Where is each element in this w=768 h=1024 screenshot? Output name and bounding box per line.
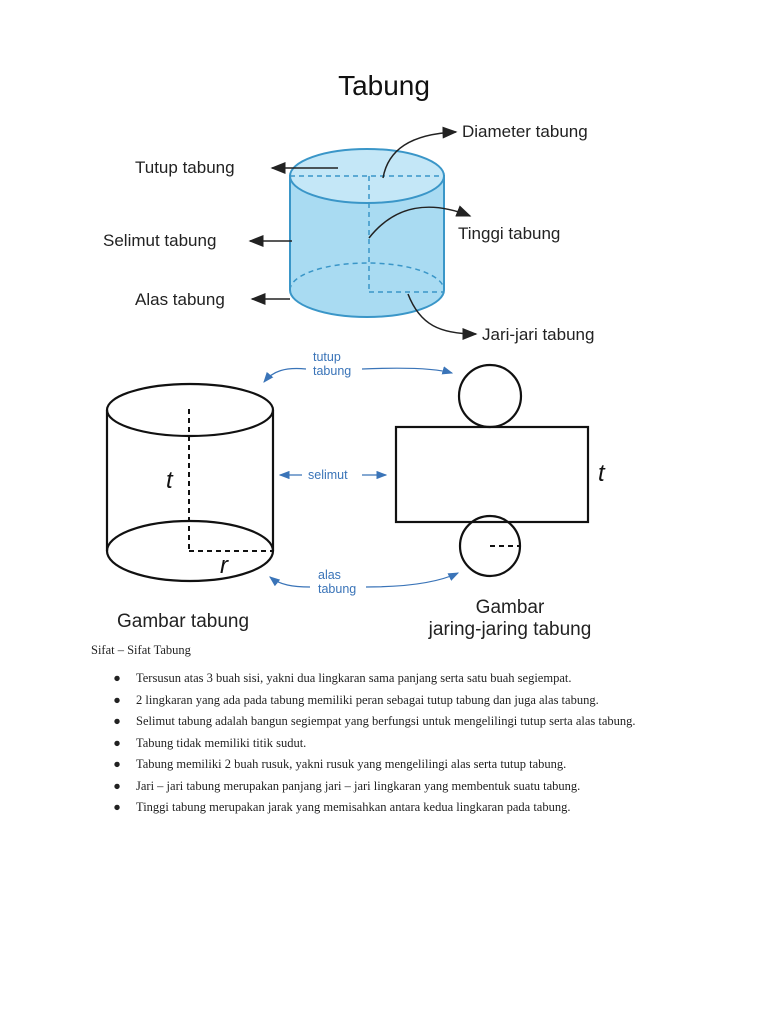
caption-gambar-line2: jaring-jaring tabung bbox=[428, 619, 592, 640]
alas-arrow-left bbox=[269, 576, 311, 588]
list-item-text: Tabung memiliki 2 buah rusuk, yakni rusu… bbox=[136, 757, 567, 771]
label-diameter-tabung: Diameter tabung bbox=[462, 122, 588, 141]
label-alas-tabung: Alas tabung bbox=[135, 290, 225, 309]
selimut-label: selimut bbox=[308, 468, 348, 482]
bullet-icon: ● bbox=[113, 778, 121, 793]
net-height-label-t: t bbox=[598, 460, 606, 487]
list-item: ● Jari – jari tabung merupakan panjang ja… bbox=[112, 776, 692, 797]
list-item: ● 2 lingkaran yang ada pada tabung memili… bbox=[112, 690, 692, 711]
alas-label-line2: tabung bbox=[318, 582, 356, 596]
caption-gambar-tabung: Gambar tabung bbox=[117, 611, 249, 632]
outline-cylinder bbox=[105, 382, 275, 583]
cylinder-net bbox=[394, 363, 590, 578]
label-selimut-tabung: Selimut tabung bbox=[103, 231, 216, 250]
bullet-icon: ● bbox=[113, 671, 121, 685]
section-heading: Sifat – Sifat Tabung bbox=[91, 643, 191, 657]
list-item-text: Jari – jari tabung merupakan panjang jar… bbox=[136, 778, 581, 793]
label-tutup-tabung: Tutup tabung bbox=[135, 158, 235, 177]
net-rectangle bbox=[394, 425, 590, 524]
list-item: ● Selimut tabung adalah bangun segiempat … bbox=[112, 711, 692, 732]
list-item-text: Tersusun atas 3 buah sisi, yakni dua lin… bbox=[136, 671, 572, 685]
list-item: ● Tinggi tabung merupakan jarak yang memi… bbox=[112, 797, 692, 818]
arrow-diameter bbox=[382, 126, 458, 179]
cylinder-base-hidden-edge bbox=[289, 262, 445, 291]
tutup-label-line1: tutup bbox=[313, 350, 341, 364]
list-item-text: Selimut tabung adalah bangun segiempat y… bbox=[136, 714, 636, 728]
arrow-jari bbox=[407, 293, 478, 340]
bullet-icon: ● bbox=[113, 714, 121, 728]
radius-label-r: r bbox=[220, 552, 229, 579]
net-top-circle bbox=[457, 363, 523, 429]
list-item-text: Tinggi tabung merupakan jarak yang memis… bbox=[136, 800, 571, 814]
list-item: ● Tersusun atas 3 buah sisi, yakni dua li… bbox=[112, 668, 692, 689]
tutup-label-line2: tabung bbox=[313, 364, 351, 378]
alas-arrow-right bbox=[365, 572, 460, 588]
cylinder-parts-diagram: Tutup tabung Selimut tabung Alas tabung … bbox=[103, 122, 594, 344]
arrow-tinggi bbox=[368, 205, 472, 239]
height-label-t: t bbox=[166, 467, 174, 494]
bullet-icon: ● bbox=[113, 800, 121, 814]
properties-list: ● Tersusun atas 3 buah sisi, yakni dua li… bbox=[112, 668, 692, 819]
caption-gambar-line1: Gambar bbox=[476, 597, 545, 618]
list-item: ● Tabung memiliki 2 buah rusuk, yakni rus… bbox=[112, 754, 692, 775]
alas-label-line1: alas bbox=[318, 568, 341, 582]
list-item: ● Tabung tidak memiliki titik sudut. bbox=[112, 733, 692, 754]
cylinder-net-diagram: t r t tutup tabung selimut alas tabung G… bbox=[105, 350, 606, 640]
tutup-arrow-right bbox=[361, 366, 454, 375]
bullet-icon: ● bbox=[113, 692, 121, 707]
bullet-icon: ● bbox=[113, 757, 121, 771]
label-jari-jari-tabung: Jari-jari tabung bbox=[482, 325, 594, 344]
blue-cylinder bbox=[289, 148, 445, 318]
page-title: Tabung bbox=[338, 70, 430, 101]
tutup-arrow-left bbox=[263, 367, 307, 383]
bullet-icon: ● bbox=[113, 735, 121, 750]
list-item-text: Tabung tidak memiliki titik sudut. bbox=[136, 735, 307, 750]
label-tinggi-tabung: Tinggi tabung bbox=[458, 224, 560, 243]
list-item-text: 2 lingkaran yang ada pada tabung memilik… bbox=[136, 692, 599, 707]
